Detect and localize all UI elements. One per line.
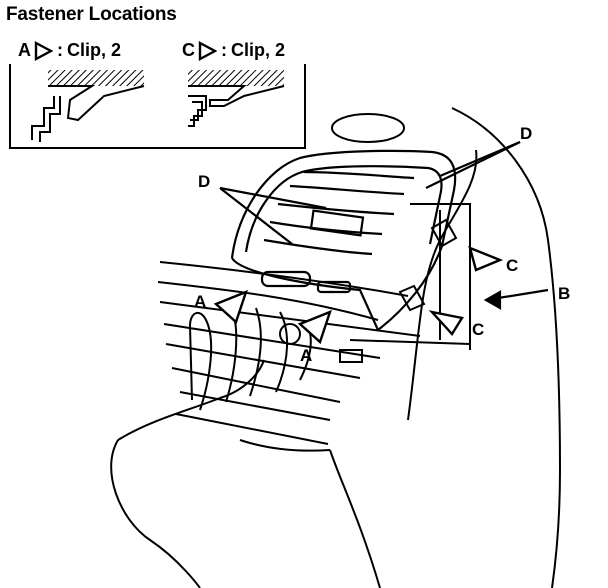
dashboard-lines — [157, 203, 471, 445]
callout-pointers — [219, 140, 549, 310]
legend-c-separator: : — [221, 40, 227, 60]
marker-c-lower — [428, 310, 464, 336]
outline-triangle-icon — [198, 40, 217, 61]
legend-a-letter: A — [18, 40, 31, 60]
dome-ellipse — [331, 113, 405, 143]
legend-c-text: Clip, 2 — [231, 40, 286, 60]
clip-c-detail — [188, 70, 285, 127]
outline-triangle-icon — [34, 40, 53, 61]
page-title: Fastener Locations — [6, 4, 177, 25]
callout-d-upper-right: D — [520, 124, 533, 143]
clip-c-brackets — [398, 218, 458, 312]
hand-illustration — [110, 307, 381, 588]
legend-c-letter: C — [182, 40, 195, 60]
legend-clip-c: C : Clip, 2 — [182, 40, 285, 61]
callout-d-left: D — [198, 172, 211, 191]
clip-markers — [213, 245, 504, 345]
legend-a-text: Clip, 2 — [67, 40, 122, 60]
marker-c-upper — [468, 245, 504, 272]
marker-a-left — [213, 289, 248, 325]
marker-a-bottom — [297, 309, 332, 345]
vent-housing — [230, 149, 457, 331]
callout-c-upper: C — [506, 256, 519, 275]
callout-a-left: A — [194, 292, 207, 311]
clip-detail-box — [9, 64, 306, 149]
callout-a-bottom: A — [300, 346, 313, 365]
clip-a-detail — [31, 70, 145, 142]
callout-c-lower: C — [472, 320, 485, 339]
legend-a-separator: : — [57, 40, 63, 60]
legend-clip-a: A : Clip, 2 — [18, 40, 121, 61]
pillar-outline — [407, 107, 562, 588]
callout-b: B — [558, 284, 571, 303]
